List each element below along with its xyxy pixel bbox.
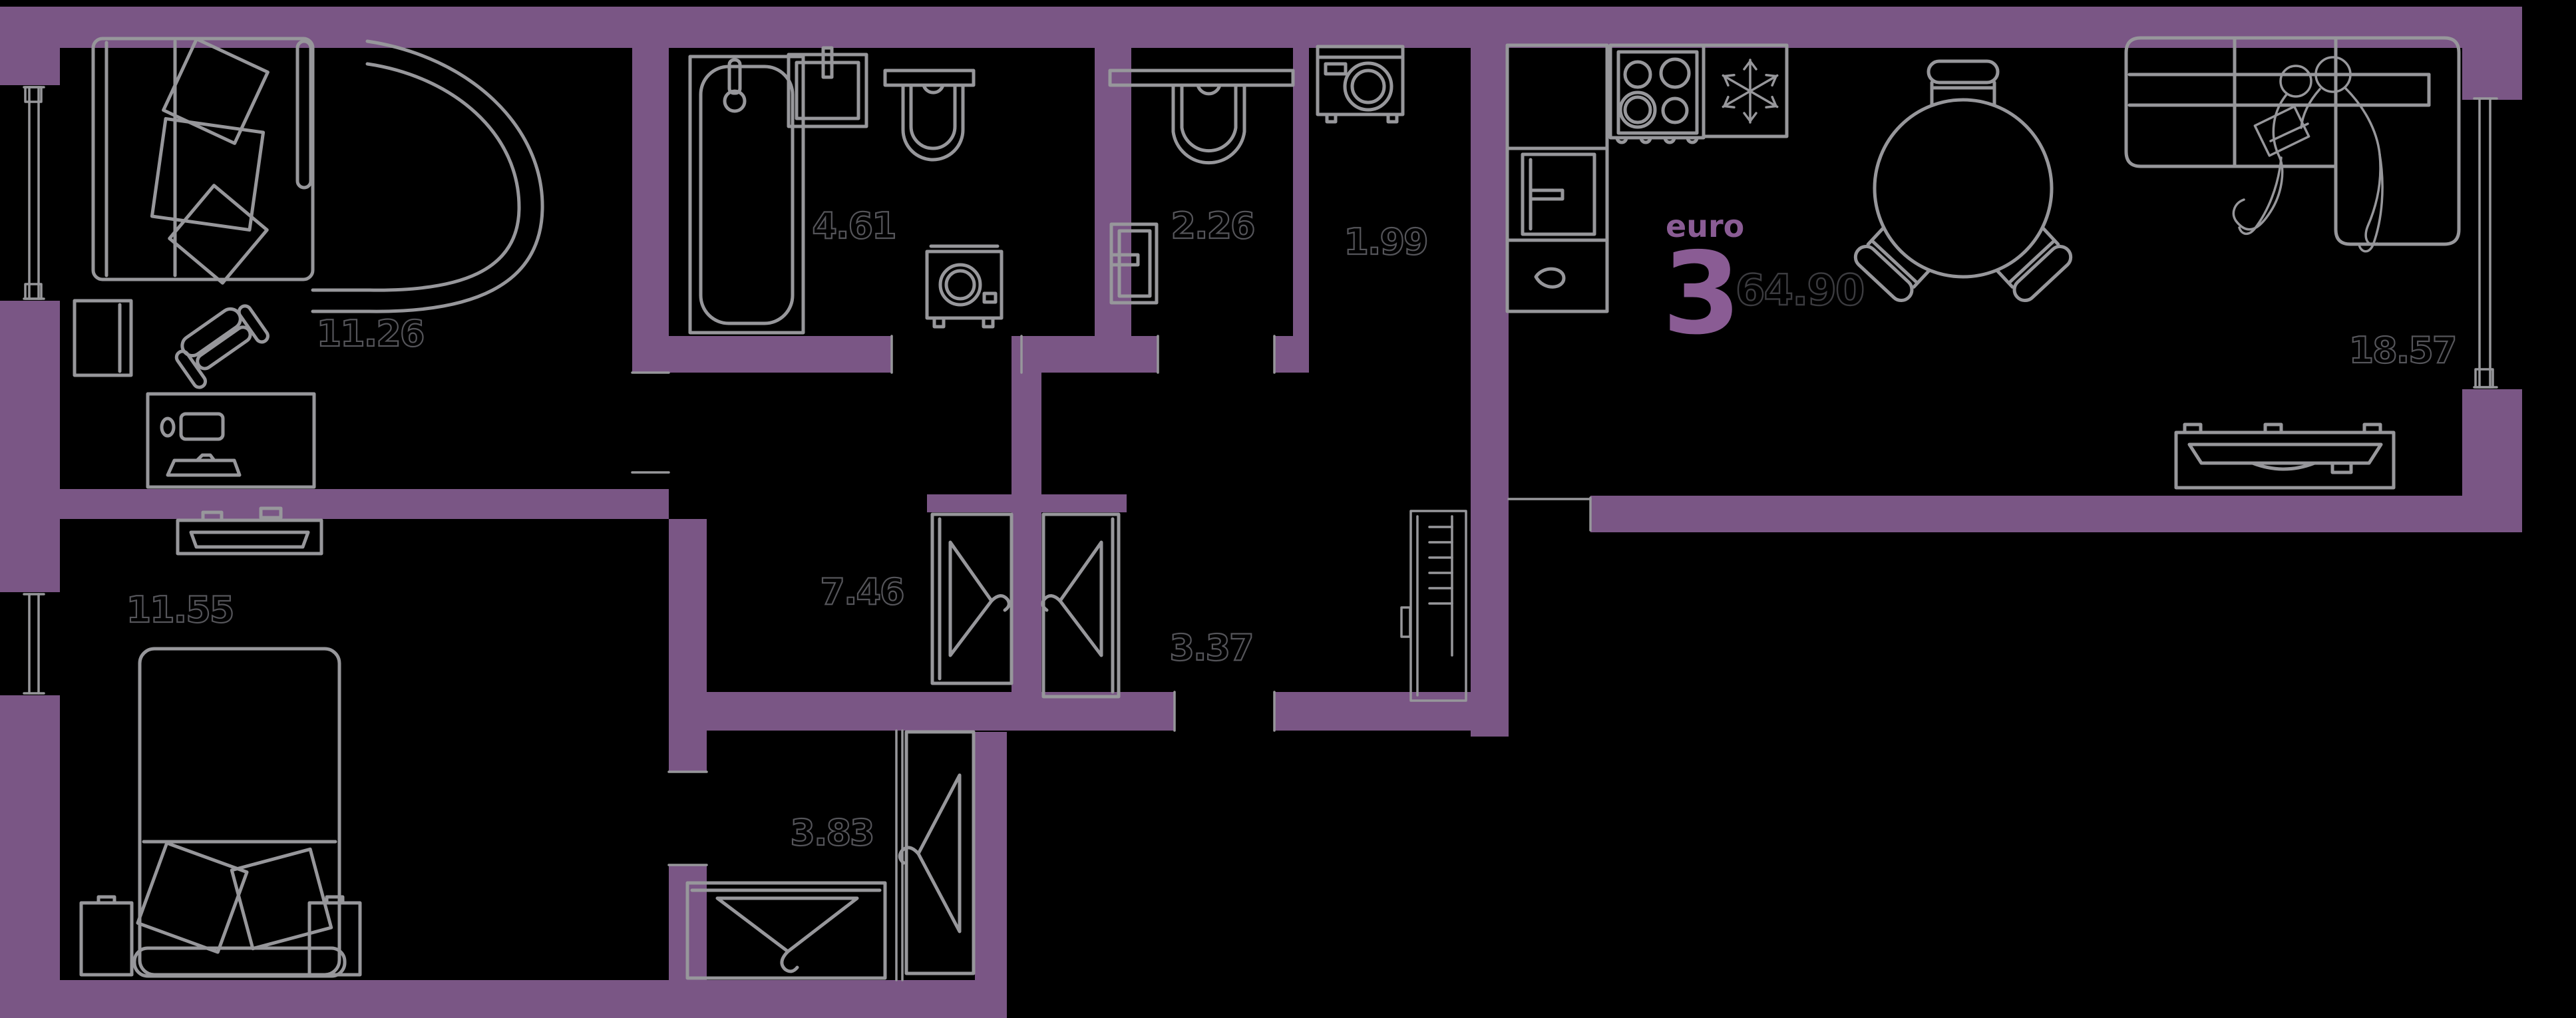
plan-title-block: euro 3 64.90 (1662, 208, 1866, 360)
dining-table-icon (1853, 59, 2073, 303)
closet-partition (895, 729, 904, 981)
freezer-icon (1702, 43, 1789, 138)
wall-study-right (632, 48, 669, 373)
wall-hall-bottom-a (707, 692, 1175, 731)
sink-icon (1534, 267, 1566, 289)
walls (0, 7, 2522, 1018)
wardrobe-icon (685, 881, 887, 980)
window-icon (2473, 97, 2498, 389)
chair-icon (1853, 226, 1931, 303)
wall-left-lower (0, 695, 60, 980)
room-bathroom (688, 46, 1004, 335)
kitchen-counter-icon (1505, 43, 1609, 313)
nightstand-icon (73, 299, 133, 377)
two-people-icon (2232, 56, 2384, 253)
keyboard-icon (166, 453, 242, 477)
room-area-label: 1.99 (1344, 221, 1427, 263)
room-bedroom (79, 506, 362, 978)
wall-living-bottom (1590, 496, 2522, 532)
wardrobe-icon (898, 730, 976, 975)
door-openings (631, 335, 1592, 866)
wall-bedroom-right-upper (669, 519, 707, 772)
wardrobe-icon (930, 512, 1013, 685)
wall-hall-bottom-b (1274, 692, 1504, 731)
wall-bottom-left (0, 980, 1007, 1018)
washbasin-icon (787, 46, 868, 128)
wall-left-middle (0, 301, 60, 592)
wall-right-upper (2462, 7, 2522, 100)
room-area-label: 2.26 (1171, 205, 1254, 247)
room-area-label: 3.83 (790, 812, 873, 854)
rooms-count: 3 (1662, 228, 1741, 360)
wall-wardrobe-stub (927, 494, 1127, 512)
toilet-icon (1108, 69, 1295, 165)
total-area-value: 64.90 (1736, 266, 1863, 315)
monitor-icon (179, 412, 225, 441)
room-area-label: 11.55 (126, 589, 234, 631)
plan-type-label: euro (1666, 208, 1744, 244)
curved-lounge-icon (311, 39, 544, 313)
toilet-icon (883, 69, 976, 162)
office-chair-icon (174, 304, 270, 389)
room-area-labels: 11.26 4.61 2.26 1.99 18.57 11.55 7.46 3.… (125, 204, 2458, 854)
bathtub-icon (688, 55, 805, 335)
wall-corridor-hall-divider (1012, 336, 1041, 699)
double-bed-icon (132, 647, 347, 978)
wall-kitchen-left (1471, 48, 1509, 737)
room-area-label: 3.37 (1169, 627, 1252, 669)
wardrobe-icon (1041, 512, 1121, 699)
room-wc (1108, 69, 1295, 305)
wall-study-bedroom-divider (60, 489, 669, 519)
room-area-label: 11.26 (317, 313, 424, 355)
room-area-label: 18.57 (2349, 329, 2456, 371)
shelf-unit-icon (1400, 510, 1467, 702)
wall-bath-bottom-a (669, 336, 892, 373)
room-kitchen-living (1505, 36, 2461, 490)
corridor-furniture (685, 512, 1121, 980)
wall-top (20, 7, 2522, 48)
room-area-label: 4.61 (812, 205, 895, 247)
window-icon (23, 86, 45, 300)
room-laundry (1316, 45, 1467, 702)
mouse-icon (160, 417, 176, 438)
washing-machine-icon (925, 244, 1004, 329)
nightstand-icon (307, 895, 362, 977)
tv-console-icon (176, 506, 323, 556)
wall-wc-laundry-divider (1293, 48, 1309, 336)
wall-bath-bottom-b (1021, 336, 1158, 373)
desk-icon (146, 392, 316, 489)
wall-closet-right (975, 732, 1007, 980)
snowflake-icon (1722, 59, 1779, 124)
washing-machine-icon (1316, 45, 1405, 124)
chair-icon (1927, 59, 2000, 107)
double-bed-icon (91, 37, 315, 285)
utility-cabinet-icon (1109, 222, 1159, 305)
refrigerator-icon (1521, 152, 1596, 236)
window-icon (23, 593, 45, 695)
wall-left-upper (0, 7, 60, 85)
book-icon (2253, 105, 2310, 157)
room-area-label: 7.46 (820, 571, 903, 613)
tv-console-icon (2174, 423, 2396, 490)
chair-icon (1995, 226, 2073, 303)
room-study-bedroom (73, 37, 544, 489)
nightstand-icon (79, 895, 134, 977)
wall-bath-bottom-c (1274, 336, 1309, 373)
